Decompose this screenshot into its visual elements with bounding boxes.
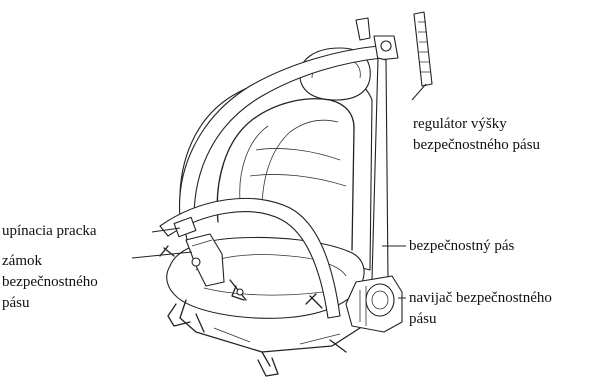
upper-anchor <box>356 18 370 40</box>
label-anchor-plate: upínacia pracka <box>2 221 97 242</box>
label-height-adjuster: regulátor výšky bezpečnostného pásu <box>413 114 540 156</box>
label-buckle: zámok bezpečnostného pásu <box>2 251 98 314</box>
label-retractor: navijač bezpečnostného pásu <box>409 288 552 330</box>
height-adjuster-rail <box>414 12 432 86</box>
leader-height-adjuster <box>412 84 426 100</box>
vertical-belt-strap <box>372 58 388 280</box>
label-belt: bezpečnostný pás <box>409 236 514 257</box>
